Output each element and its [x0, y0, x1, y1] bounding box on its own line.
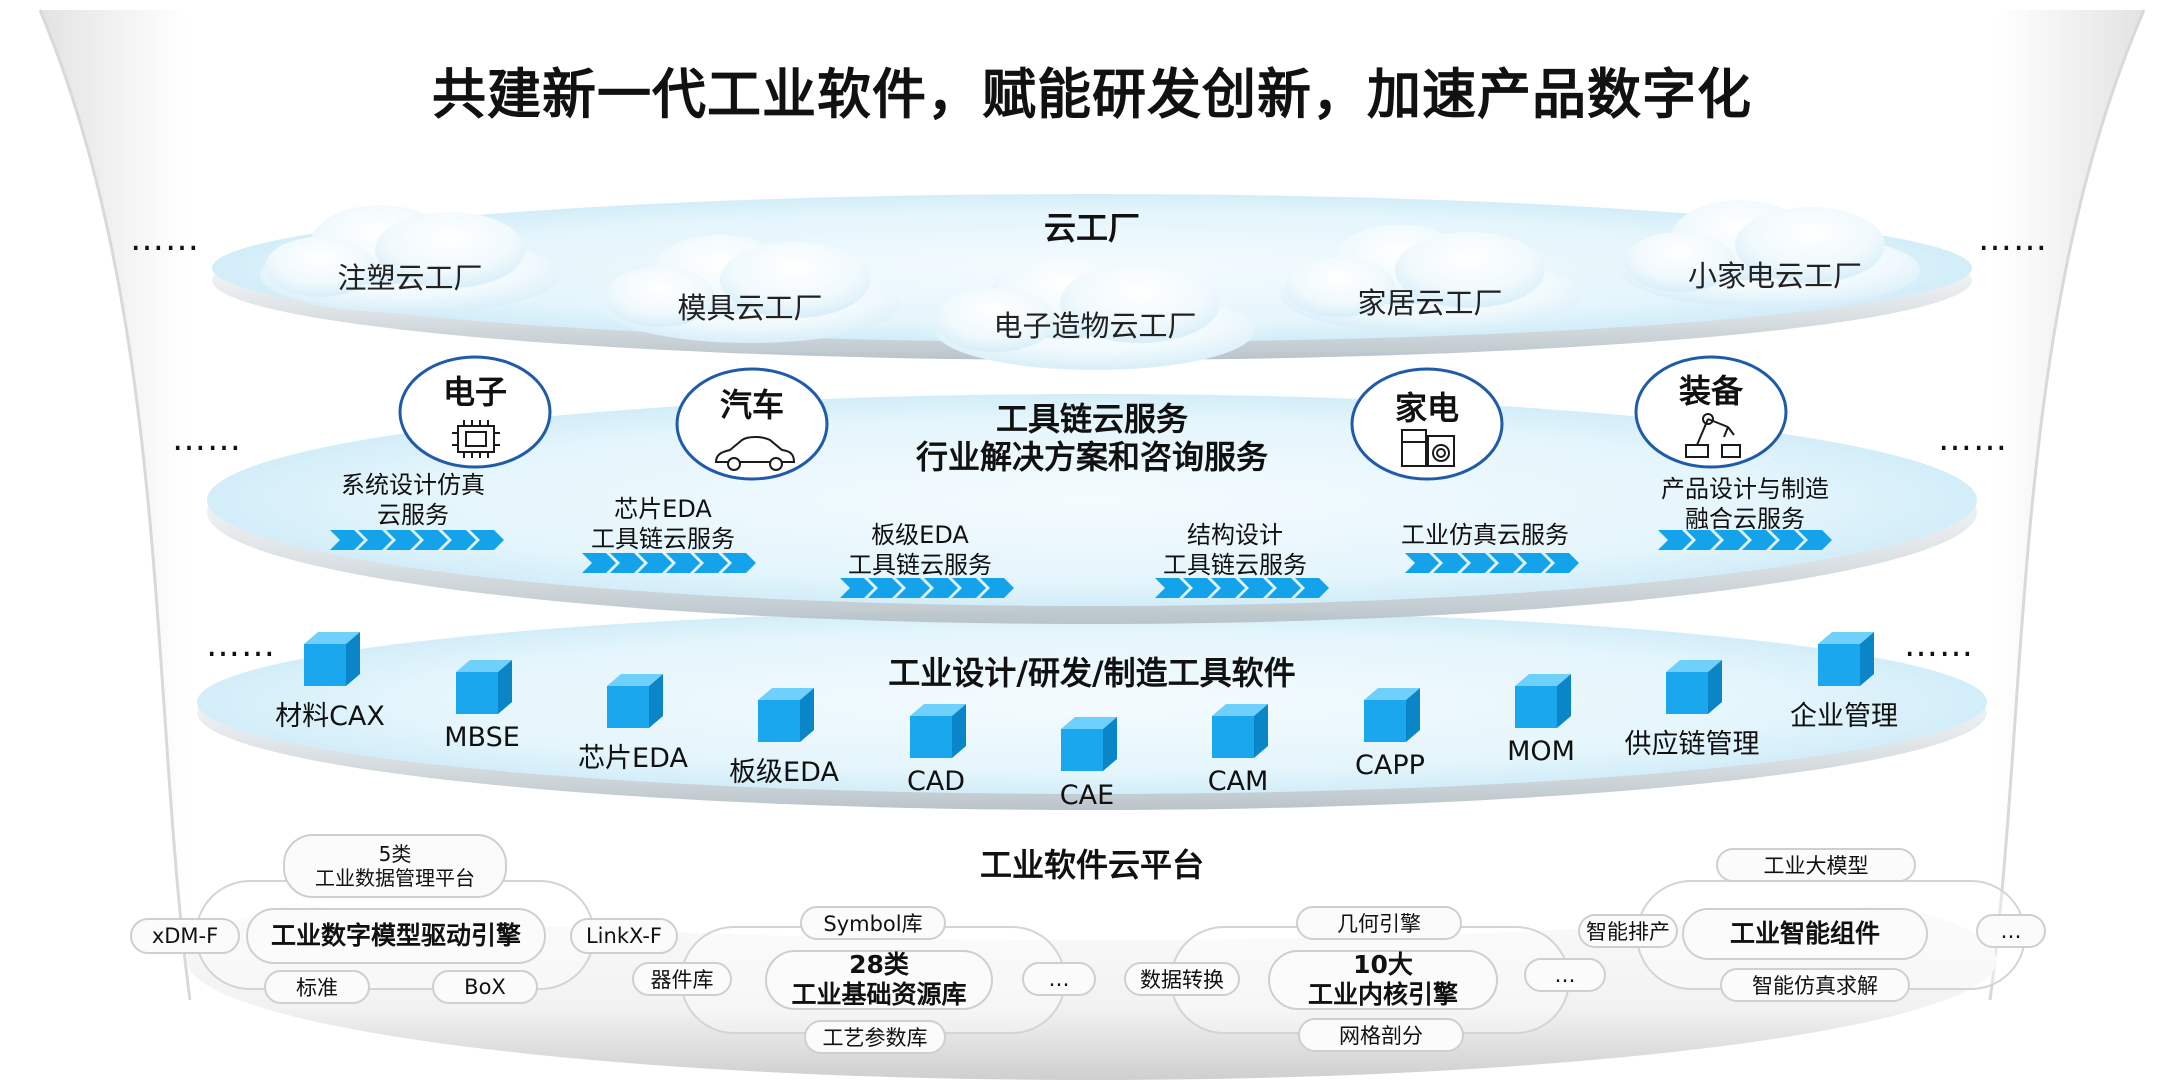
- tools-title: 工业设计/研发/制造工具软件: [888, 654, 1296, 692]
- intelligent-simulation-pill: 智能仿真求解: [1720, 968, 1910, 1002]
- intelligent-component-pill: 工业智能组件: [1682, 908, 1928, 960]
- symbol-library-pill: Symbol库: [800, 906, 946, 940]
- tool-board-eda: 板级EDA: [729, 757, 839, 788]
- industry-electronics: 电子: [442, 373, 507, 411]
- box-pill: BoX: [432, 970, 538, 1004]
- ellipsis-left-toolchain: ……: [172, 419, 242, 459]
- cloud-factory-small-appliance: 小家电云工厂: [1687, 259, 1862, 293]
- tool-supply-chain: 供应链管理: [1624, 729, 1760, 760]
- industry-home-appliance: 家电: [1394, 389, 1459, 427]
- ellipsis-left-cloud: ……: [130, 219, 200, 259]
- group2-more-pill: …: [1022, 962, 1096, 996]
- robot-arm-icon: [1685, 413, 1741, 458]
- tool-cam: CAM: [1207, 766, 1269, 797]
- tool-capp: CAPP: [1355, 750, 1425, 781]
- cloud-factory-injection: 注塑云工厂: [337, 261, 483, 295]
- cloud-factory-home: 家居云工厂: [1357, 286, 1503, 320]
- standard-pill: 标准: [264, 970, 370, 1004]
- car-icon: [714, 436, 796, 471]
- page-title: 共建新一代工业软件，赋能研发创新，加速产品数字化: [432, 63, 1752, 126]
- tool-mbse: MBSE: [444, 722, 520, 753]
- service-system-simulation: 系统设计仿真 云服务: [341, 471, 485, 529]
- cloud-factory-title: 云工厂: [1043, 209, 1140, 247]
- mesh-generation-pill: 网格剖分: [1298, 1018, 1464, 1052]
- geometry-engine-pill: 几何引擎: [1296, 906, 1462, 940]
- tool-mom: MOM: [1507, 736, 1575, 767]
- ellipsis-right-tools: ……: [1904, 625, 1974, 665]
- intelligent-scheduling-pill: 智能排产: [1578, 914, 1678, 948]
- toolchain-title: 工具链云服务 行业解决方案和咨询服务: [842, 400, 1342, 476]
- platform-title: 工业软件云平台: [979, 846, 1204, 884]
- data-conversion-pill: 数据转换: [1124, 962, 1240, 996]
- toolchain-title-line1: 工具链云服务: [995, 400, 1188, 438]
- data-management-pill: 5类 工业数据管理平台: [283, 834, 507, 898]
- industry-automotive: 汽车: [719, 386, 784, 424]
- cloud-factory-electronics: 电子造物云工厂: [993, 309, 1197, 343]
- industry-equipment: 装备: [1678, 372, 1743, 410]
- industry-circles: [398, 355, 1788, 481]
- tool-enterprise-management: 企业管理: [1790, 701, 1898, 732]
- tool-material-cax: 材料CAX: [275, 701, 385, 732]
- process-parameter-pill: 工艺参数库: [804, 1020, 946, 1054]
- service-design-manufacturing: 产品设计与制造 融合云服务: [1661, 475, 1829, 533]
- tool-cad: CAD: [906, 766, 966, 797]
- tool-cae: CAE: [1059, 780, 1115, 811]
- resource-library-pill: 28类 工业基础资源库: [765, 950, 993, 1010]
- ellipsis-right-cloud: ……: [1978, 219, 2048, 259]
- device-library-pill: 器件库: [632, 962, 732, 996]
- cloud-factory-mold: 模具云工厂: [677, 291, 823, 325]
- industrial-large-model-pill: 工业大模型: [1716, 848, 1916, 882]
- service-structural-design: 结构设计 工具链云服务: [1163, 521, 1307, 579]
- appliance-icon: [1401, 429, 1455, 467]
- ellipsis-right-toolchain: ……: [1938, 419, 2008, 459]
- service-industrial-simulation: 工业仿真云服务: [1401, 521, 1569, 549]
- model-driven-engine-pill: 工业数字模型驱动引擎: [246, 908, 546, 964]
- group4-more-pill: …: [1976, 914, 2046, 948]
- chip-icon: [452, 420, 500, 458]
- toolchain-title-line2: 行业解决方案和咨询服务: [915, 438, 1268, 476]
- kernel-engine-pill: 10大 工业内核引擎: [1268, 950, 1498, 1010]
- cloud-shapes: [260, 200, 1920, 370]
- service-board-eda: 板级EDA 工具链云服务: [848, 521, 992, 579]
- xdm-f-pill: xDM-F: [130, 918, 240, 954]
- ellipsis-left-tools: ……: [206, 625, 276, 665]
- group3-more-pill: …: [1524, 958, 1606, 992]
- tool-chip-eda: 芯片EDA: [578, 743, 688, 774]
- service-chip-eda: 芯片EDA 工具链云服务: [591, 495, 735, 553]
- linkx-f-pill: LinkX-F: [570, 918, 678, 954]
